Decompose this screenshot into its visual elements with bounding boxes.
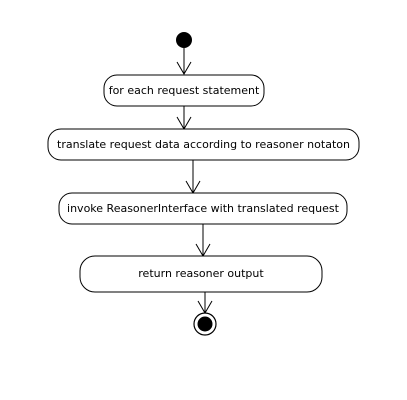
action-invoke-reasoner-interface[interactable]: invoke ReasonerInterface with translated…: [58, 192, 348, 225]
action-label: invoke ReasonerInterface with translated…: [67, 202, 340, 215]
flow-arrow-1: [176, 48, 192, 75]
flow-arrow-5: [197, 292, 213, 314]
action-return-reasoner-output[interactable]: return reasoner output: [79, 255, 323, 293]
final-node: [193, 312, 217, 336]
flow-arrow-4: [195, 224, 211, 257]
action-label: return reasoner output: [138, 267, 264, 280]
action-label: for each request statement: [109, 84, 260, 97]
flow-arrow-3: [185, 160, 201, 194]
initial-node: [176, 32, 192, 48]
action-translate-request-data[interactable]: translate request data according to reas…: [47, 128, 360, 161]
flow-arrow-2: [176, 106, 192, 130]
action-for-each-request-statement[interactable]: for each request statement: [103, 74, 265, 107]
action-label: translate request data according to reas…: [57, 138, 350, 151]
